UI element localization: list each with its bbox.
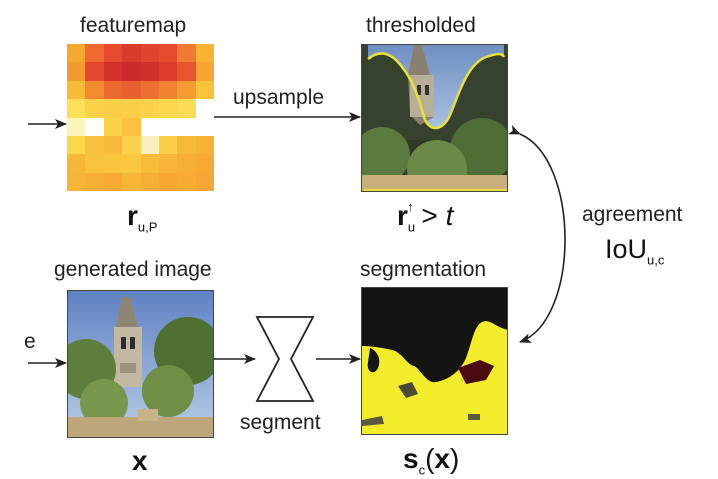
heatmap-cell [103, 44, 123, 63]
heatmap-cell [67, 172, 86, 191]
heatmap-cell [122, 154, 142, 174]
heatmap-cell [195, 44, 214, 63]
agreement-arrow [507, 125, 566, 343]
heatmap-cell [158, 172, 178, 191]
image-variable: x [132, 445, 148, 476]
heatmap-cell [103, 117, 123, 137]
thresholded-formula: ru↑ > t [397, 198, 454, 235]
segmentation-formula: sc(x) [403, 443, 460, 478]
heatmap-cell [140, 135, 160, 155]
heatmap-cell [103, 62, 123, 82]
heatmap-cell [67, 99, 86, 119]
heatmap-cell [85, 99, 105, 119]
heatmap-cell [122, 117, 142, 137]
segment-label: segment [240, 411, 321, 434]
segmenter-block-icon [255, 316, 315, 402]
heatmap-cell [103, 154, 123, 174]
heatmap-cell [103, 80, 123, 100]
heatmap-cell [177, 62, 197, 82]
upsample-label: upsample [233, 86, 325, 109]
segmentation-map [361, 287, 508, 435]
heatmap-cell [103, 172, 123, 191]
heatmap-cell [158, 117, 178, 137]
heatmap-cell [85, 172, 105, 191]
heatmap-cell [67, 135, 86, 155]
heatmap-cell [67, 44, 86, 63]
iou-formula: IoUu,c [605, 234, 665, 268]
generated-image-label: generated image [54, 258, 212, 281]
heatmap-cell [177, 80, 197, 100]
heatmap-cell [158, 154, 178, 174]
heatmap-cell [103, 99, 123, 119]
heatmap-cell [177, 99, 197, 119]
heatmap-cell [122, 135, 142, 155]
heatmap-cell [85, 154, 105, 174]
heatmap-cell [140, 117, 160, 137]
heatmap-cell [195, 135, 214, 155]
thresholded-label: thresholded [366, 14, 476, 37]
heatmap-cell [85, 80, 105, 100]
heatmap-cell [140, 62, 160, 82]
heatmap-cell [158, 80, 178, 100]
heatmap-cell [158, 44, 178, 63]
generated-image [67, 290, 214, 438]
featuremap-formula: ru,P [127, 200, 158, 235]
heatmap-cell [140, 99, 160, 119]
heatmap-cell [195, 62, 214, 82]
heatmap-cell [158, 99, 178, 119]
heatmap-cell [85, 62, 105, 82]
heatmap-cell [67, 80, 86, 100]
heatmap-cell [177, 44, 197, 63]
heatmap-cell [140, 154, 160, 174]
segmentation-label: segmentation [360, 258, 487, 281]
heatmap-cell [177, 172, 197, 191]
heatmap-cell [85, 135, 105, 155]
heatmap-cell [85, 117, 105, 137]
heatmap-cell [103, 135, 123, 155]
heatmap-cell [195, 154, 214, 174]
cut-off-label: e [24, 330, 36, 353]
heatmap-cell [122, 99, 142, 119]
heatmap-cell [85, 44, 105, 63]
heatmap-cell [122, 80, 142, 100]
featuremap-heatmap [67, 44, 214, 191]
heatmap-cell [67, 62, 86, 82]
heatmap-cell [195, 117, 214, 137]
heatmap-cell [195, 99, 214, 119]
heatmap-cell [177, 135, 197, 155]
heatmap-cell [122, 44, 142, 63]
heatmap-cell [67, 154, 86, 174]
heatmap-cell [195, 80, 214, 100]
heatmap-cell [67, 117, 86, 137]
heatmap-cell [122, 172, 142, 191]
heatmap-cell [140, 172, 160, 191]
heatmap-cell [140, 80, 160, 100]
heatmap-cell [158, 62, 178, 82]
heatmap-cell [177, 117, 197, 137]
agreement-label: agreement [582, 203, 683, 226]
heatmap-cell [158, 135, 178, 155]
heatmap-cell [122, 62, 142, 82]
heatmap-cell [195, 172, 214, 191]
heatmap-cell [177, 154, 197, 174]
featuremap-label: featuremap [80, 14, 187, 37]
thresholded-image [361, 44, 508, 192]
heatmap-cell [140, 44, 160, 63]
